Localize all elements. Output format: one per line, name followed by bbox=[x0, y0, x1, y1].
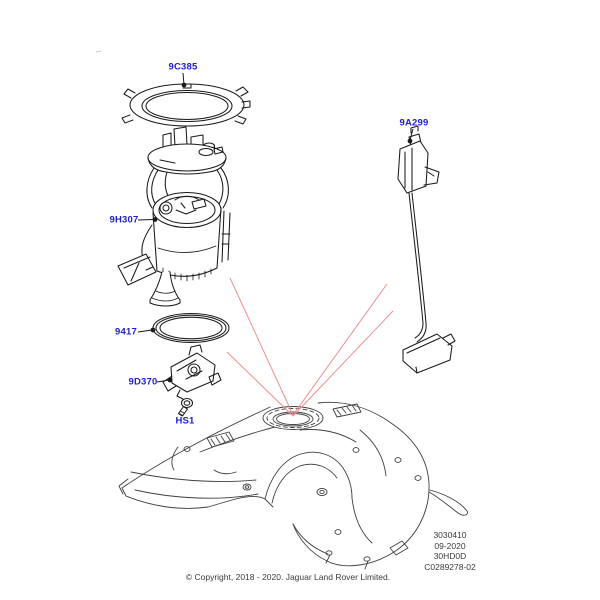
stray-mark bbox=[95, 50, 102, 53]
fuel-level-sender-art bbox=[397, 125, 456, 374]
part-callout-9417[interactable]: 9417 bbox=[115, 326, 137, 338]
reference-line-4: C0289278-02 bbox=[424, 561, 476, 572]
reference-line-3: 30HD0D bbox=[433, 551, 467, 562]
reference-block: 3030410 09-2020 30HD0D C0289278-02 bbox=[424, 530, 476, 572]
reference-line-2: 09-2020 bbox=[434, 540, 466, 551]
lock-ring-art bbox=[121, 83, 251, 127]
part-callout-HS1[interactable]: HS1 bbox=[175, 415, 195, 427]
fuel-tank-art bbox=[118, 401, 468, 570]
part-callout-9H307[interactable]: 9H307 bbox=[109, 214, 139, 226]
part-callout-9A299[interactable]: 9A299 bbox=[399, 117, 429, 129]
fuel-pump-module-art bbox=[117, 126, 231, 307]
seal-ring-art bbox=[152, 312, 230, 344]
reference-line-1: 3030410 bbox=[433, 530, 467, 540]
screw-art bbox=[177, 397, 194, 417]
part-callout-9C385[interactable]: 9C385 bbox=[168, 61, 198, 73]
callout-leader-lines bbox=[137, 72, 414, 383]
tank-opening-ring bbox=[262, 406, 324, 430]
tank-bosses bbox=[183, 446, 422, 535]
red-leader-lines bbox=[226, 277, 394, 417]
part-callout-9D370[interactable]: 9D370 bbox=[128, 376, 158, 388]
copyright-notice: © Copyright, 2018 - 2020. Jaguar Land Ro… bbox=[185, 572, 391, 582]
control-module-art bbox=[162, 344, 222, 400]
